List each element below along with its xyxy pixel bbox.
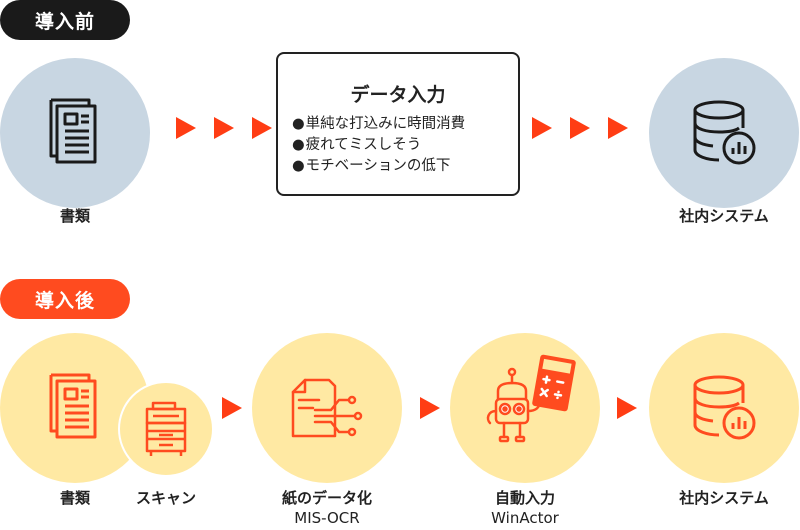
- data-entry-issues: 単純な打込みに時間消費 疲れてミスしそう モチベーションの低下: [292, 114, 466, 177]
- arrow-icon: [214, 117, 234, 139]
- arrow-icon: [608, 117, 628, 139]
- before-documents-circle: [0, 58, 150, 208]
- scanner-icon: [145, 401, 187, 456]
- arrow-icon: [176, 117, 196, 139]
- arrow-icon: [570, 117, 590, 139]
- before-system-circle: [649, 58, 799, 208]
- document-icon: [49, 98, 97, 164]
- ocr-label: 紙のデータ化 MIS-OCR: [252, 488, 402, 528]
- winactor-label-line2: WinActor: [491, 509, 559, 527]
- data-entry-box: データ入力 単純な打込みに時間消費 疲れてミスしそう モチベーションの低下: [276, 52, 520, 196]
- issue-item: 単純な打込みに時間消費: [292, 114, 466, 135]
- before-documents-label: 書類: [59, 207, 90, 225]
- after-pill: 導入後: [0, 279, 130, 319]
- after-system-label: 社内システム: [679, 489, 769, 507]
- robot-calculator-icon: [486, 354, 576, 443]
- arrow-icon: [617, 397, 637, 419]
- ocr-circle: [252, 333, 402, 483]
- arrow-icon: [532, 117, 552, 139]
- arrow-icon: [222, 397, 242, 419]
- issue-item: モチベーションの低下: [292, 156, 465, 177]
- before-system-label: 社内システム: [679, 207, 769, 225]
- ocr-icon: [291, 378, 363, 438]
- after-scan-circle: [118, 381, 214, 477]
- arrow-icon: [252, 117, 272, 139]
- issue-item: 疲れてミスしそう: [292, 135, 465, 156]
- data-entry-title: データ入力: [350, 84, 446, 106]
- database-icon: [693, 100, 756, 165]
- database-icon: [693, 375, 756, 440]
- after-scan-label: スキャン: [135, 489, 196, 507]
- ocr-label-line2: MIS-OCR: [294, 509, 360, 527]
- document-icon: [49, 373, 97, 439]
- winactor-label-line1: 自動入力: [494, 489, 555, 507]
- arrow-icon: [420, 397, 440, 419]
- winactor-circle: [450, 333, 600, 483]
- after-documents-label: 書類: [59, 489, 90, 507]
- after-system-circle: [649, 333, 799, 483]
- ocr-label-line1: 紙のデータ化: [281, 489, 372, 507]
- before-pill: 導入前: [0, 0, 130, 40]
- winactor-label: 自動入力 WinActor: [450, 488, 600, 528]
